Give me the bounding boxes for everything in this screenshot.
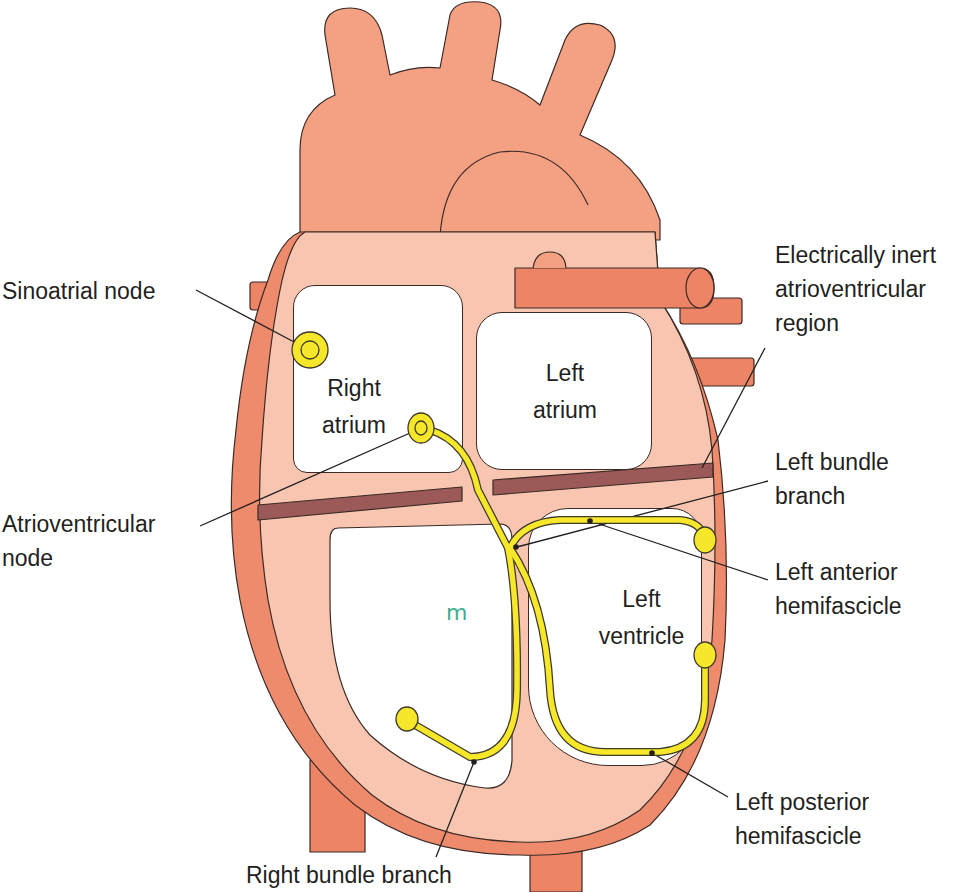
leader-dot bbox=[471, 759, 477, 765]
chamber-label: Left ventricle bbox=[589, 581, 694, 655]
sa-node bbox=[292, 332, 328, 368]
chamber-label: Right atrium bbox=[299, 370, 409, 444]
label-holder: Right bundle branch bbox=[246, 858, 506, 892]
label-holder: Electrically inert atrioventricular regi… bbox=[775, 238, 975, 340]
his-bundle bbox=[430, 430, 508, 548]
part-label: Atrioventricular node bbox=[2, 507, 202, 575]
label-holder: m bbox=[446, 600, 486, 626]
watermark: m bbox=[446, 600, 486, 626]
heart-surface bbox=[231, 232, 726, 855]
part-label: Right bundle branch bbox=[246, 858, 506, 892]
bundle-outline bbox=[410, 548, 517, 757]
part-label: Left anterior hemifascicle bbox=[775, 555, 955, 623]
fascicle-end bbox=[694, 527, 716, 553]
leader-line bbox=[517, 481, 768, 547]
label-holder: Left anterior hemifascicle bbox=[775, 555, 955, 623]
posterior-fascicle bbox=[510, 548, 705, 752]
right-ventricle-chamber bbox=[330, 524, 512, 788]
inert-band bbox=[258, 487, 462, 520]
label-holder: Left posterior hemifascicle bbox=[735, 785, 915, 853]
vessel bbox=[515, 268, 714, 308]
av-node-core bbox=[415, 421, 427, 435]
vessel-edge bbox=[440, 151, 588, 236]
chamber: Left atrium bbox=[476, 312, 652, 470]
fascicle-end bbox=[396, 707, 418, 731]
bundle-outline bbox=[510, 548, 705, 752]
part-label: Electrically inert atrioventricular regi… bbox=[775, 238, 975, 340]
chamber-label: Left atrium bbox=[515, 355, 615, 429]
label-holder: Sinoatrial node bbox=[2, 274, 222, 308]
vessel-end bbox=[686, 268, 714, 308]
part-label: Sinoatrial node bbox=[2, 274, 222, 308]
chamber: Right atrium bbox=[293, 285, 463, 473]
label-holder: Atrioventricular node bbox=[2, 507, 202, 575]
bundle-outline bbox=[510, 520, 705, 548]
text-holder: Left ventricle bbox=[589, 581, 694, 655]
heart-wall bbox=[260, 232, 715, 842]
anterior-fascicle bbox=[510, 520, 705, 548]
part-label: Left bundle branch bbox=[775, 445, 935, 513]
av-node bbox=[408, 413, 434, 443]
chamber: Left ventricle bbox=[528, 508, 702, 766]
leader-dot bbox=[587, 518, 593, 524]
great-vessels bbox=[300, 2, 660, 240]
leader-line bbox=[436, 762, 474, 857]
leader-dot bbox=[649, 750, 655, 756]
leader-line bbox=[200, 433, 410, 526]
his-bundle-outline bbox=[430, 430, 508, 548]
vessel bbox=[533, 252, 566, 268]
leader-line bbox=[590, 521, 768, 580]
label-holder: Left bundle branch bbox=[775, 445, 935, 513]
text-holder: Right atrium bbox=[299, 370, 409, 444]
part-label: Left posterior hemifascicle bbox=[735, 785, 915, 853]
sa-node-core bbox=[301, 341, 319, 359]
leader-line bbox=[196, 290, 296, 343]
text-holder: Left atrium bbox=[515, 355, 615, 429]
right-bundle bbox=[410, 548, 517, 757]
leader-line bbox=[702, 348, 765, 468]
leader-line bbox=[652, 753, 728, 797]
leader-dot bbox=[513, 544, 519, 550]
fascicle-end bbox=[694, 642, 716, 668]
